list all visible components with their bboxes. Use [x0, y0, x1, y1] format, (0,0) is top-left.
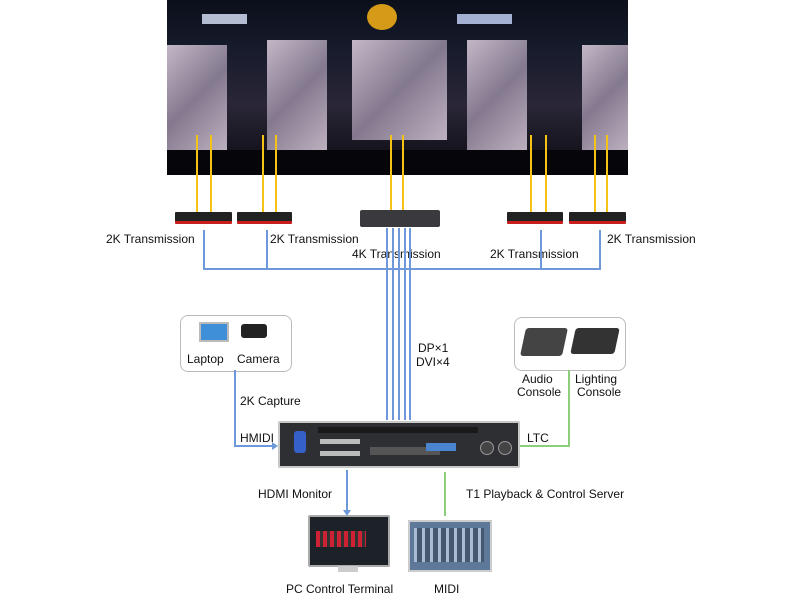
consoles-box — [514, 317, 626, 371]
label-2k-transmission-4: 2K Transmission — [607, 232, 696, 246]
power-socket-icon — [294, 431, 306, 453]
label-audio: Audio — [522, 372, 553, 386]
label-2k-transmission-3: 2K Transmission — [490, 247, 579, 261]
label-hdmi-in: HMIDI — [240, 431, 274, 445]
label-lighting: Lighting — [575, 372, 618, 386]
label-laptop: Laptop — [187, 352, 224, 366]
lighting-console-icon — [570, 328, 620, 354]
label-dvi: DVI×4 — [416, 355, 450, 369]
t1-server-device — [278, 421, 520, 468]
label-ltc: LTC — [527, 431, 549, 445]
transmission-device-1 — [175, 212, 232, 224]
input-sources-box: Laptop Camera — [180, 315, 292, 372]
label-audio-console: Console — [517, 385, 562, 399]
logo-right — [457, 14, 512, 24]
label-camera: Camera — [237, 352, 280, 366]
midi-controller-icon — [408, 520, 492, 572]
stage-led-screen-image — [167, 0, 628, 175]
label-midi: MIDI — [434, 582, 460, 596]
label-dp: DP×1 — [418, 341, 449, 355]
label-4k-transmission: 4K Transmission — [352, 247, 441, 261]
pc-monitor-icon — [308, 515, 390, 567]
label-server: T1 Playback & Control Server — [466, 487, 625, 501]
label-hdmi-monitor: HDMI Monitor — [258, 487, 333, 501]
label-2k-transmission-1: 2K Transmission — [106, 232, 195, 246]
label-pc-control-terminal: PC Control Terminal — [286, 582, 394, 596]
transmission-device-3 — [507, 212, 563, 224]
transmission-device-4 — [569, 212, 626, 224]
label-lighting-console: Console — [577, 385, 622, 399]
transmission-device-2 — [237, 212, 292, 224]
logo-left — [202, 14, 247, 24]
camera-icon — [241, 324, 267, 338]
audio-console-icon — [520, 328, 568, 356]
label-2k-capture: 2K Capture — [240, 394, 301, 408]
logo-center-emblem — [367, 4, 397, 30]
label-2k-transmission-2: 2K Transmission — [270, 232, 359, 246]
transmission-device-4k — [360, 210, 440, 227]
laptop-icon — [199, 322, 229, 342]
